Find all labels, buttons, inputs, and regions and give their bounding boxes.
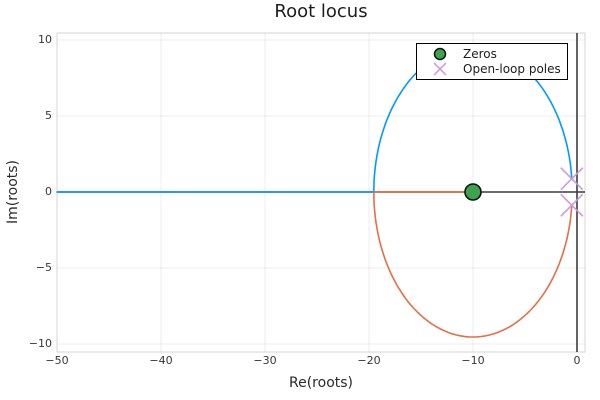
legend-poles-label: Open-loop poles [463, 61, 561, 76]
legend-entry-poles: Open-loop poles [417, 61, 567, 76]
x-tick-label: −10 [461, 354, 485, 367]
legend-poles-marker [417, 61, 463, 77]
legend-zeros-marker [417, 47, 463, 61]
y-tick-label: −10 [28, 337, 52, 350]
y-tick-label: −5 [35, 261, 52, 274]
x-axis-label: Re(roots) [289, 375, 353, 391]
x-tick-label: −50 [45, 354, 69, 367]
x-tick-label: −40 [149, 354, 173, 367]
legend-zeros-label: Zeros [463, 46, 497, 61]
x-tick-label: 0 [573, 354, 581, 367]
y-tick-label: 0 [45, 185, 52, 198]
pole-x-marker [560, 167, 584, 191]
chart-title: Root locus [274, 1, 368, 22]
zero-circle-icon [433, 47, 447, 60]
pole-x-icon [433, 61, 447, 76]
y-tick-label: 10 [38, 33, 52, 46]
x-tick-label: −20 [357, 354, 381, 367]
legend-entry-zeros: Zeros [417, 46, 567, 61]
zero-marker [464, 183, 482, 201]
x-tick-label: −30 [253, 354, 277, 367]
legend: Zeros Open-loop poles [416, 43, 568, 80]
pole-x-marker [560, 193, 584, 217]
lower-branch-curve [373, 191, 573, 338]
y-tick-label: 5 [45, 109, 52, 122]
